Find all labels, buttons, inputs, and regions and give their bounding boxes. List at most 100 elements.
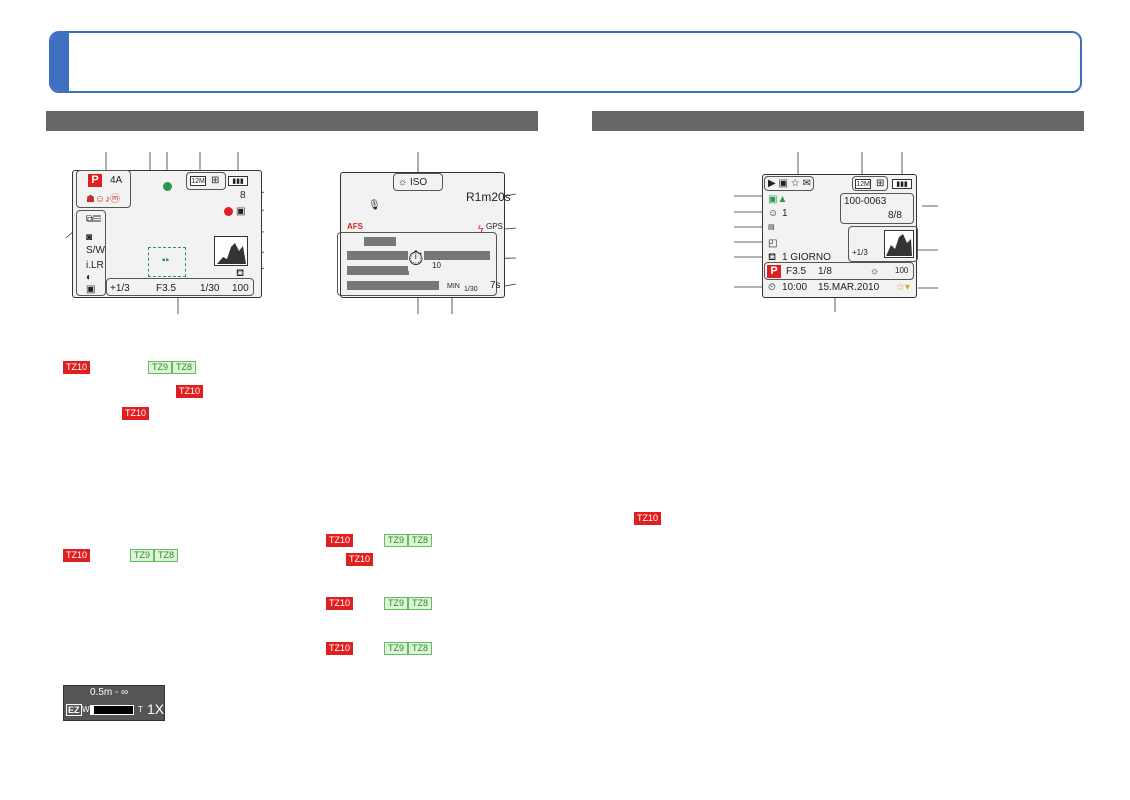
- scene-detect-icon: ▣: [86, 284, 96, 295]
- badge-tz9: TZ9: [130, 549, 155, 562]
- badge-tz10: TZ10: [634, 512, 662, 525]
- travel-day: 1 GIORNO: [782, 252, 831, 263]
- badge-tz10: TZ10: [122, 407, 150, 420]
- travel-icon: ⛾: [236, 268, 245, 279]
- microphone-icon: 🎙: [368, 200, 381, 211]
- wb-iso-icons: ☼ ISO: [398, 177, 428, 188]
- metering-icon: ◙: [86, 232, 93, 243]
- iso-value: 100: [232, 283, 249, 294]
- playback-histogram: [884, 230, 914, 258]
- playback-time: 10:00: [782, 282, 808, 293]
- exposure-bar: [106, 278, 254, 296]
- zoom-focus-range: 0.5m - ∞: [90, 687, 129, 698]
- zoom-bar: [90, 705, 134, 715]
- picture-size: 12M: [190, 176, 206, 186]
- remaining-time: 7s: [490, 280, 501, 291]
- zoom-t-label: T: [138, 705, 143, 714]
- histogram-graph: [217, 243, 246, 264]
- travel-date-icon: ⛾: [768, 252, 777, 263]
- section-bar-right: [592, 111, 1084, 131]
- playback-icons-group: [764, 176, 814, 191]
- badge-tz9: TZ9: [148, 361, 173, 374]
- stabilizer-label: S/W: [86, 245, 105, 256]
- histogram: [214, 236, 248, 266]
- badge-tz9: TZ9: [384, 597, 409, 610]
- histogram-group: [848, 226, 918, 262]
- badge-tz10: TZ10: [63, 361, 91, 374]
- badge-tz10: TZ10: [346, 553, 374, 566]
- badge-tz10: TZ10: [176, 385, 204, 398]
- gray-bar-4: [347, 281, 439, 290]
- cropping-icon: ◰: [768, 238, 778, 249]
- ez-label: EZ: [66, 704, 82, 716]
- scene-icons: ☗☺♪ⓜ: [86, 194, 121, 205]
- zoom-w-label: W: [82, 705, 90, 714]
- focus-dot-icon: [163, 182, 172, 191]
- favorite-icon: ☆▾: [896, 282, 910, 293]
- file-number: 100-0063: [844, 196, 887, 207]
- burst-icon: ⧉▤: [86, 214, 101, 225]
- flash-icon: ϟ: [478, 224, 484, 235]
- playback-ev: +1/3: [852, 248, 868, 257]
- gray-bar-3: [347, 266, 409, 275]
- settings-column: [76, 210, 106, 296]
- info-overlay-group: [337, 232, 497, 296]
- flash-indicator: 4A: [110, 175, 123, 186]
- iso-wb-group: [393, 173, 443, 191]
- playback-shutter: 1/8: [818, 266, 832, 277]
- badge-tz9: TZ9: [384, 642, 409, 655]
- file-counter-group: [840, 193, 914, 224]
- page-title-banner: [49, 31, 1082, 93]
- playback-mode: P: [767, 265, 781, 278]
- badge-tz10: TZ10: [326, 597, 354, 610]
- shutter-value: 1/30: [200, 283, 220, 294]
- badge-tz8: TZ8: [408, 534, 433, 547]
- lcd-screen-recording-2: [340, 172, 505, 298]
- clock-icon: ⏲: [768, 282, 776, 293]
- protect-icon: ▣▲: [768, 194, 788, 205]
- playback-battery-icon: ▮▮▮: [892, 179, 912, 189]
- playback-mode-icons: ▶ ▣ ☆ ✉: [768, 178, 811, 189]
- badge-tz10: TZ10: [63, 549, 91, 562]
- recording-time: R1m20s: [466, 190, 511, 204]
- title-accent: [51, 33, 69, 91]
- playback-histogram-graph: [886, 234, 912, 256]
- location-count: 1: [782, 208, 788, 219]
- zoom-ratio: 1X: [147, 701, 165, 717]
- badge-tz8: TZ8: [172, 361, 197, 374]
- badge-tz10: TZ10: [326, 534, 354, 547]
- playback-exposure-bar: [764, 262, 914, 280]
- playback-quality-icon: ⊞: [876, 178, 885, 189]
- min-label: MIN: [447, 283, 460, 290]
- gps-indicator: GPS: [486, 222, 503, 231]
- aperture-value: F3.5: [156, 283, 177, 294]
- mode-group: [76, 170, 131, 208]
- badge-tz10: TZ10: [326, 642, 354, 655]
- wb-icon: ☼: [870, 266, 880, 277]
- af-point-icon: ▪▪: [162, 255, 170, 266]
- section-bar-left: [46, 111, 538, 131]
- af-area-frame: [148, 247, 186, 277]
- playback-aperture: F3.5: [786, 266, 807, 277]
- playback-date: 15.MAR.2010: [818, 282, 880, 293]
- memory-icon: ▣: [236, 206, 246, 217]
- mode-indicator: P: [88, 174, 102, 187]
- badge-tz8: TZ8: [408, 642, 433, 655]
- badge-tz9: TZ9: [384, 534, 409, 547]
- playback-picture-size: 12M: [855, 179, 871, 189]
- ev-compensation: +1/3: [110, 283, 130, 294]
- remaining-pictures: 8: [240, 190, 246, 201]
- gray-bar-1: [364, 237, 396, 246]
- badge-tz8: TZ8: [154, 549, 179, 562]
- zoom-bar-fill: [91, 706, 94, 714]
- battery-icon: ▮▮▮: [228, 176, 248, 186]
- playback-iso: 100: [895, 266, 909, 275]
- self-timer-icon: ⏱: [408, 248, 424, 271]
- exposure-icon: ◐: [86, 272, 93, 283]
- af-mode-label: AFS: [347, 222, 363, 231]
- size-group: [186, 172, 226, 190]
- quality-icon: ⊞: [211, 175, 220, 186]
- resize-icon: ▤: [768, 224, 775, 231]
- self-timer-value: 10: [432, 261, 441, 270]
